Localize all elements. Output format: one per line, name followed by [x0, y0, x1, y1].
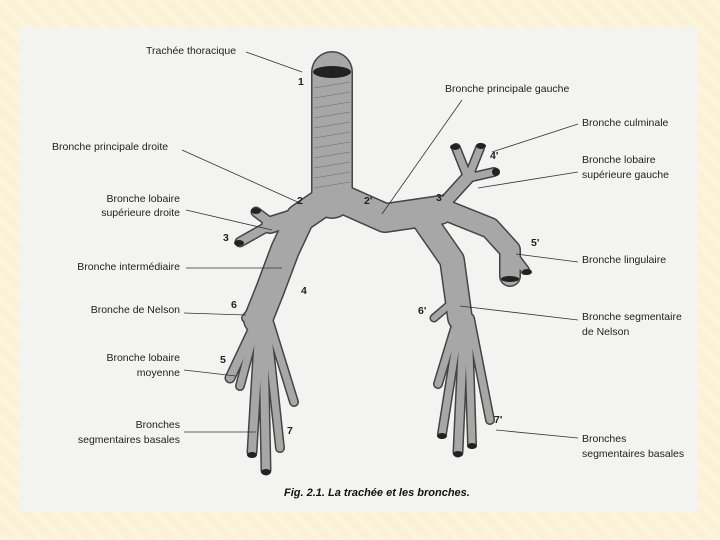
ref-6: 6: [231, 299, 237, 311]
ref-7: 7: [287, 425, 293, 437]
label-bronche-lobaire-sup-gauche-l1: Bronche lobaire: [582, 154, 656, 166]
figure-panel: [20, 28, 698, 512]
label-bronche-lobaire-moyenne-l1: Bronche lobaire: [106, 352, 180, 364]
bronchial-tree: [224, 51, 532, 476]
label-bronche-lobaire-moyenne-l2: moyenne: [137, 367, 180, 379]
ref-2: 2: [297, 195, 303, 207]
label-bronche-lobaire-sup-gauche-l2: supérieure gauche: [582, 169, 669, 181]
tracheal-rings: [313, 81, 351, 189]
ref-1: 1: [298, 76, 304, 88]
bronchus-lumens: [234, 66, 532, 475]
ref-3-prime: 3': [436, 192, 444, 204]
ref-6-prime: 6': [418, 305, 426, 317]
labels: Trachée thoracique Bronche principale ga…: [52, 45, 684, 460]
label-bronche-lobaire-sup-droite-l1: Bronche lobaire: [106, 193, 180, 205]
label-bronche-intermediaire: Bronche intermédiaire: [77, 261, 180, 273]
label-bronches-seg-basales-gauche-l2: segmentaires basales: [582, 448, 684, 460]
ref-5: 5: [220, 354, 226, 366]
label-bronche-culminale: Bronche culminale: [582, 117, 669, 129]
ref-5-prime: 5': [531, 237, 539, 249]
ref-7-prime: 7': [494, 414, 502, 426]
label-bronche-lobaire-sup-droite-l2: supérieure droite: [101, 207, 180, 219]
label-bronche-de-nelson: Bronche de Nelson: [91, 304, 180, 316]
ref-3: 3: [223, 232, 229, 244]
label-bronche-segmentaire-nelson-l1: Bronche segmentaire: [582, 311, 682, 323]
label-bronches-seg-basales-gauche-l1: Bronches: [582, 433, 626, 445]
reference-numbers: 1 2 2' 3 3' 4 4' 5' 5 6 6' 7 7': [220, 76, 539, 437]
label-bronches-seg-basales-droite-l2: segmentaires basales: [78, 434, 180, 446]
label-bronche-segmentaire-nelson-l2: de Nelson: [582, 326, 629, 338]
label-bronche-principale-gauche: Bronche principale gauche: [445, 83, 569, 95]
airway-fill: [226, 52, 529, 474]
label-bronches-seg-basales-droite-l1: Bronches: [136, 419, 180, 431]
label-bronche-lingulaire: Bronche lingulaire: [582, 254, 666, 266]
leader-lines: [181, 51, 579, 439]
figure-caption: Fig. 2.1. La trachée et les bronches.: [284, 487, 470, 499]
ref-4-prime: 4': [490, 150, 498, 162]
label-trachee-thoracique: Trachée thoracique: [146, 45, 236, 57]
ref-4: 4: [301, 285, 307, 297]
label-bronche-principale-droite: Bronche principale droite: [52, 141, 168, 153]
ref-2-prime: 2': [364, 195, 372, 207]
